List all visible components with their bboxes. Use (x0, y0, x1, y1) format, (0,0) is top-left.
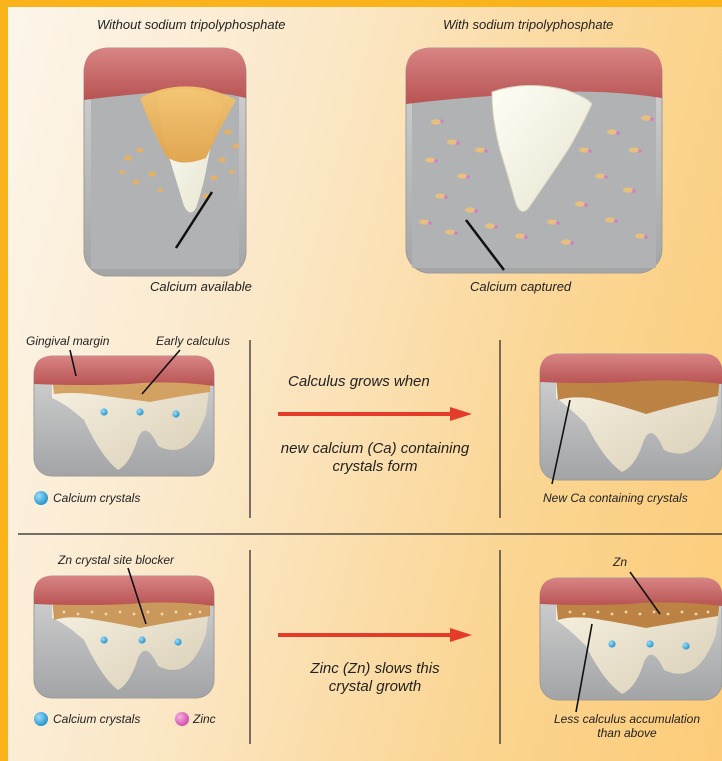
panel-new-ca-crystals (540, 354, 722, 484)
calcium-legend-dot (34, 491, 48, 505)
panel-with-stpp (406, 48, 662, 273)
label-early-calculus: Early calculus (156, 334, 230, 348)
row2-text-line2: crystal growth (250, 678, 500, 695)
slowing-arrow-head (450, 628, 472, 642)
row1-text-line1: new calcium (Ca) containing (250, 440, 500, 457)
legend-zinc: Zinc (193, 712, 216, 726)
panel-less-calculus (540, 572, 722, 712)
label-less-calculus-line1: Less calculus accumulation (532, 712, 722, 726)
caption-calcium-available: Calcium available (150, 279, 252, 294)
row2-text-line1: Zinc (Zn) slows this (250, 660, 500, 677)
caption-calcium-captured: Calcium captured (470, 279, 571, 294)
calcium-legend-dot (34, 712, 48, 726)
panel-early-calculus (34, 350, 214, 476)
label-new-ca-crystals: New Ca containing crystals (543, 491, 688, 505)
gum-shape (34, 356, 214, 386)
label-less-calculus-line2: than above (532, 726, 722, 740)
label-zn: Zn (613, 555, 627, 569)
legend-calcium-crystals: Calcium crystals (53, 491, 140, 505)
panel-zn-blocker (34, 568, 214, 698)
zinc-legend-dot (175, 712, 189, 726)
gum-shape (540, 578, 722, 606)
growth-arrow-head (450, 407, 472, 421)
label-gingival-margin: Gingival margin (26, 334, 109, 348)
panel-without-stpp (84, 48, 246, 276)
gum-shape (34, 576, 214, 606)
row1-text-line2: crystals form (250, 458, 500, 475)
gum-shape (540, 354, 722, 384)
label-zn-blocker: Zn crystal site blocker (58, 553, 174, 567)
row1-heading: Calculus grows when (288, 373, 430, 390)
legend-calcium-crystals: Calcium crystals (53, 712, 140, 726)
